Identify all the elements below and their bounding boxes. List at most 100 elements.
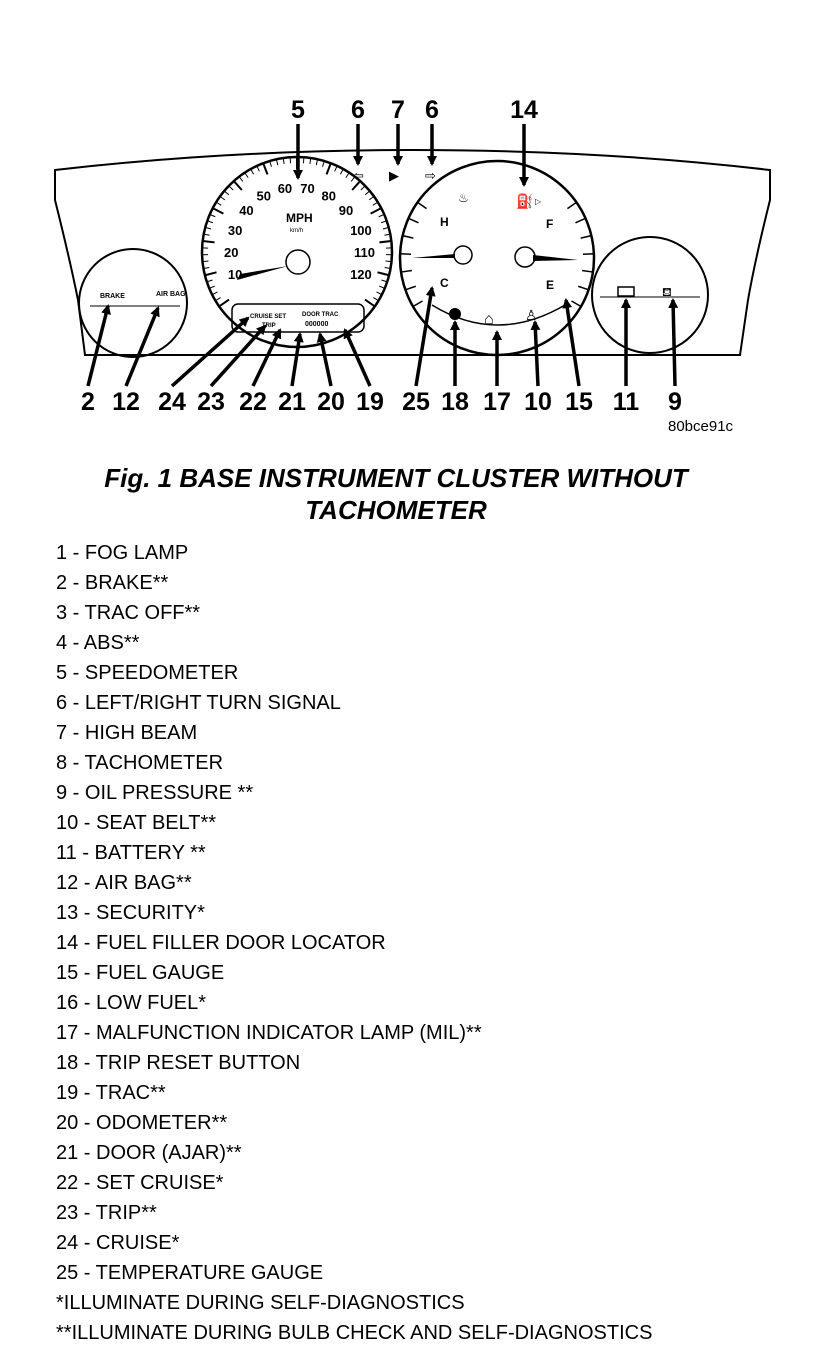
speedometer-tick	[345, 172, 350, 178]
legend-item: 17 - MALFUNCTION INDICATOR LAMP (MIL)**	[56, 1022, 482, 1044]
temp-fuel-gauge: H C F E ♨ ⛽ ▷ ⌂ ♙	[398, 159, 596, 357]
speedometer-scale-label: 60	[278, 181, 292, 196]
legend-item: 23 - TRIP**	[56, 1202, 157, 1224]
gauge-tick	[405, 285, 417, 291]
legend-item: 21 - DOOR (AJAR)**	[56, 1142, 242, 1164]
temp-fuel-ticks	[400, 201, 594, 308]
legend-item: 10 - SEAT BELT**	[56, 812, 217, 834]
callout-arrow	[209, 324, 267, 388]
speedometer-tick	[203, 233, 210, 236]
figure-caption-continued: TACHOMETER	[305, 495, 487, 525]
speedometer-tick	[211, 291, 218, 296]
callout-number: 25	[402, 388, 430, 416]
speedometer-tick	[202, 239, 215, 244]
speedometer-tick	[380, 220, 387, 224]
air-bag-label: AIR BAG	[156, 291, 186, 298]
callout-arrow	[124, 306, 160, 387]
note-bulb-check: **ILLUMINATE DURING BULB CHECK AND SELF-…	[56, 1322, 653, 1344]
legend-item: 13 - SECURITY*	[56, 902, 205, 924]
legend-item: 3 - TRAC OFF**	[56, 602, 201, 624]
gauge-tick	[417, 201, 427, 210]
speedometer-tick	[244, 172, 249, 178]
speedometer-tick	[215, 201, 222, 206]
gauge-tick	[408, 217, 419, 224]
speedometer-tick	[376, 291, 383, 296]
speedometer-tick	[223, 190, 230, 196]
speedometer-tick	[381, 279, 388, 283]
speedometer-tick	[384, 233, 391, 236]
temp-needle-hub	[453, 245, 473, 265]
callout-arrow	[562, 298, 581, 387]
notes: *ILLUMINATE DURING SELF-DIAGNOSTICS **IL…	[56, 1288, 652, 1348]
door-trac-label: DOOR TRAC	[302, 312, 339, 318]
oil-pressure-icon: ⛾	[662, 285, 672, 299]
legend-item: 8 - TACHOMETER	[56, 752, 224, 774]
fuel-needle	[533, 255, 578, 261]
callout-arrow	[290, 332, 304, 387]
speedometer-tick	[215, 297, 221, 302]
speedometer-scale-label: 120	[350, 267, 372, 282]
callout-number: 6	[425, 96, 439, 124]
callout-arrow	[251, 328, 282, 387]
speedometer-tick	[228, 185, 234, 191]
speedometer-tick	[334, 165, 338, 172]
speedometer-needle	[237, 266, 288, 280]
speedometer-tick	[269, 160, 272, 167]
fuel-pump-icon: ⛽	[516, 193, 533, 210]
figure-caption: Fig. 1 BASE INSTRUMENT CLUSTER WITHOUT	[104, 463, 688, 493]
speedometer-tick	[207, 220, 214, 224]
legend-item: 9 - OIL PRESSURE **	[56, 782, 254, 804]
speedometer-tick	[205, 226, 212, 230]
legend-item: 4 - ABS**	[56, 632, 140, 654]
trip-label: TRIP	[262, 323, 276, 329]
temp-hot-label: H	[440, 215, 449, 229]
speedometer-tick	[339, 168, 344, 175]
callout-arrow	[316, 332, 333, 387]
legend-item: 5 - SPEEDOMETER	[56, 662, 239, 684]
fuel-empty-label: E	[546, 278, 554, 292]
speedometer-tick	[360, 185, 366, 191]
speedometer-tick	[373, 297, 379, 302]
callout-arrow	[414, 286, 436, 387]
speedometer-tick	[203, 266, 210, 269]
speedometer-tick	[202, 260, 209, 263]
speedometer-scale-label: 40	[239, 203, 253, 218]
speedometer-tick	[218, 298, 230, 308]
speedometer-scale-label: 100	[350, 223, 372, 238]
speedometer-window	[231, 303, 365, 333]
speedometer-tick	[379, 239, 392, 244]
gauge-tick	[577, 285, 589, 291]
legend-item: 19 - TRAC**	[56, 1082, 166, 1104]
speedometer-tick	[351, 180, 361, 191]
speedometer-scale-label: 70	[300, 181, 314, 196]
speedometer-tick	[350, 176, 356, 182]
speedometer-tick	[368, 195, 375, 201]
speedometer-tick	[262, 162, 269, 175]
speedometer-tick	[309, 157, 312, 165]
speedometer-tick	[377, 271, 390, 277]
legend-item: 1 - FOG LAMP	[56, 542, 189, 564]
brake-label: BRAKE	[100, 293, 125, 300]
speedometer-tick	[282, 157, 285, 165]
speedometer-tick	[256, 165, 260, 172]
speedometer-tick	[238, 176, 244, 182]
speedometer-tick	[325, 162, 332, 175]
callout-number: 20	[317, 388, 345, 416]
legend-item: 22 - SET CRUISE*	[56, 1172, 224, 1194]
gauge-tick	[581, 269, 594, 273]
speedometer-unit-metric: km/h	[290, 228, 303, 234]
temp-cold-label: C	[440, 276, 449, 290]
callout-number: 6	[351, 96, 365, 124]
callout-number: 22	[239, 388, 267, 416]
speedometer-scale-label: 110	[354, 245, 375, 260]
callout-number: 23	[197, 388, 225, 416]
speedometer-tick	[250, 168, 255, 175]
legend-item: 25 - TEMPERATURE GAUGE	[56, 1262, 324, 1284]
speedometer-tick	[379, 285, 385, 289]
callout-number: 15	[565, 388, 593, 416]
left-turn-signal-icon: ⇦	[353, 168, 364, 183]
engine-mil-icon: ⌂	[484, 311, 494, 328]
legend-item: 6 - LEFT/RIGHT TURN SIGNAL	[56, 692, 341, 714]
